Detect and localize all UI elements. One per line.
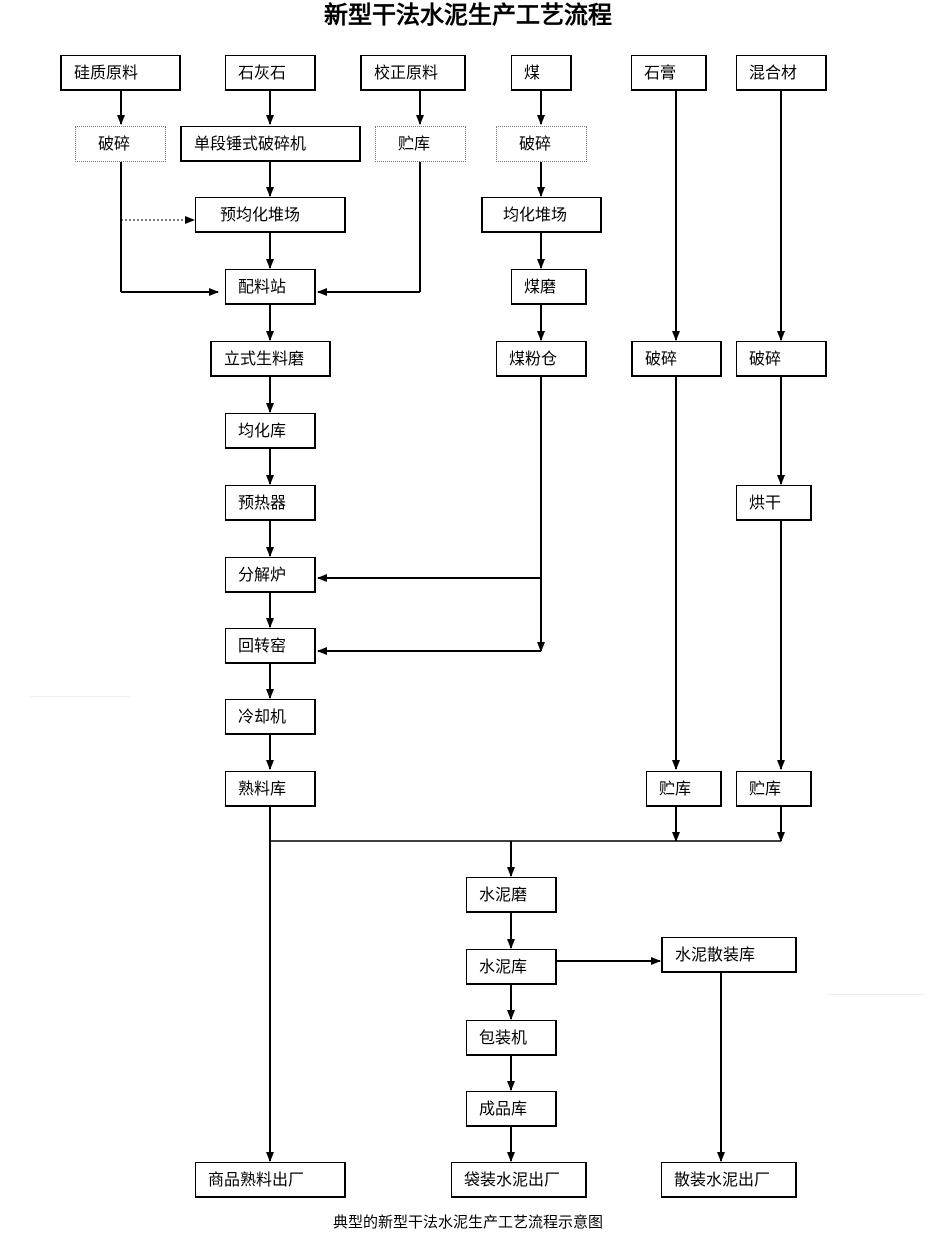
- node-label: 袋装水泥出厂: [464, 1169, 561, 1189]
- node-coal: 煤: [511, 55, 572, 91]
- node-label: 预热器: [238, 492, 287, 512]
- node-bagged-cement-out: 袋装水泥出厂: [451, 1162, 587, 1198]
- node-drying: 烘干: [736, 485, 812, 521]
- node-correction-storage: 贮库: [375, 126, 466, 162]
- node-label: 贮库: [659, 778, 692, 798]
- diagram-caption: 典型的新型干法水泥生产工艺流程示意图: [332, 1213, 603, 1231]
- node-bulk-silo: 水泥散装库: [661, 937, 797, 973]
- node-label: 烘干: [749, 492, 782, 512]
- node-clinker-silo: 熟料库: [225, 771, 316, 807]
- node-gypsum: 石膏: [631, 55, 707, 91]
- node-label: 破碎: [98, 134, 131, 153]
- node-silica-raw: 硅质原料: [60, 55, 181, 91]
- faint-rule-left: [30, 696, 130, 697]
- node-label: 回转窑: [238, 635, 287, 655]
- node-label: 贮库: [749, 778, 782, 798]
- node-label: 立式生料磨: [224, 348, 305, 368]
- node-label: 单段锤式破碎机: [194, 133, 307, 153]
- node-label: 硅质原料: [74, 62, 139, 82]
- node-cement-silo: 水泥库: [466, 949, 557, 985]
- node-label: 散装水泥出厂: [674, 1169, 771, 1189]
- node-cement-mill: 水泥磨: [466, 877, 557, 913]
- node-label: 熟料库: [238, 778, 287, 798]
- node-calciner: 分解炉: [225, 557, 316, 593]
- diagram-title: 新型干法水泥生产工艺流程: [324, 0, 612, 29]
- node-mixture-crush: 破碎: [736, 341, 827, 377]
- node-hammer-crusher: 单段锤式破碎机: [180, 126, 361, 162]
- node-rotary-kiln: 回转窑: [225, 628, 316, 664]
- node-label: 破碎: [645, 348, 678, 368]
- node-correction-raw: 校正原料: [360, 55, 466, 91]
- node-label: 煤粉仓: [509, 348, 558, 368]
- node-gypsum-crush: 破碎: [631, 341, 722, 377]
- node-coal-crush: 破碎: [496, 126, 587, 162]
- node-label: 冷却机: [238, 706, 287, 726]
- node-raw-mill: 立式生料磨: [210, 341, 331, 377]
- node-coal-mill: 煤磨: [511, 269, 587, 305]
- node-label: 校正原料: [374, 62, 439, 82]
- node-homog-silo: 均化库: [225, 413, 316, 449]
- node-mixture: 混合材: [736, 55, 827, 91]
- node-product-store: 成品库: [466, 1091, 557, 1127]
- node-label: 水泥库: [479, 956, 528, 976]
- node-label: 包装机: [479, 1027, 528, 1047]
- node-label: 均化库: [238, 420, 287, 440]
- node-clinker-out: 商品熟料出厂: [195, 1162, 346, 1198]
- node-label: 破碎: [519, 134, 552, 153]
- node-silica-crush: 破碎: [75, 126, 166, 162]
- node-label: 破碎: [749, 348, 782, 368]
- node-gypsum-storage: 贮库: [646, 771, 722, 807]
- node-batching-station: 配料站: [225, 269, 316, 305]
- node-label: 预均化堆场: [220, 204, 301, 224]
- node-label: 水泥散装库: [675, 944, 756, 964]
- node-bulk-cement-out: 散装水泥出厂: [661, 1162, 797, 1198]
- node-pre-homog-yard: 预均化堆场: [195, 197, 346, 233]
- node-label: 煤磨: [524, 276, 557, 296]
- node-label: 石灰石: [238, 62, 287, 82]
- node-packer: 包装机: [466, 1020, 557, 1056]
- node-label: 水泥磨: [479, 884, 528, 904]
- node-coal-bin: 煤粉仓: [496, 341, 587, 377]
- node-homog-yard: 均化堆场: [481, 197, 602, 233]
- node-mixture-storage: 贮库: [736, 771, 812, 807]
- node-limestone: 石灰石: [225, 55, 316, 91]
- node-cooler: 冷却机: [225, 699, 316, 735]
- node-label: 均化堆场: [503, 204, 568, 224]
- node-label: 配料站: [238, 276, 287, 296]
- faint-rule-right: [826, 994, 926, 995]
- node-label: 商品熟料出厂: [208, 1169, 305, 1189]
- node-label: 煤: [524, 62, 541, 82]
- node-label: 石膏: [644, 62, 677, 82]
- node-label: 分解炉: [238, 564, 287, 584]
- node-preheater: 预热器: [225, 485, 316, 521]
- node-label: 成品库: [479, 1098, 528, 1118]
- node-label: 贮库: [398, 134, 431, 153]
- node-label: 混合材: [749, 62, 798, 82]
